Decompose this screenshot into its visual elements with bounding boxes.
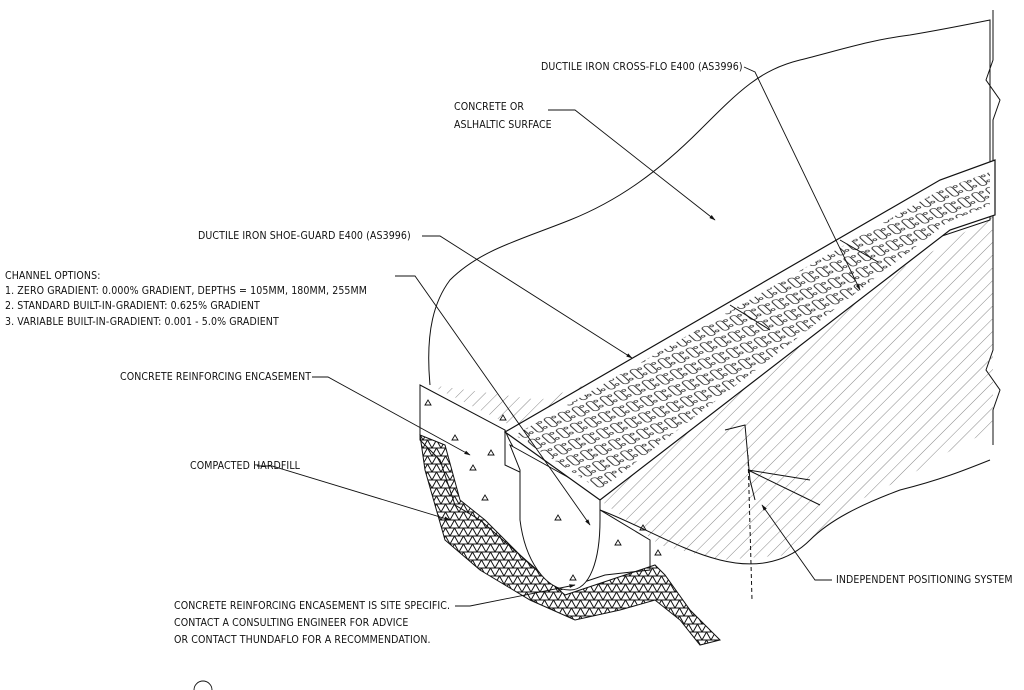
- grate-joint-1: [729, 304, 771, 331]
- aggregate-marks: [424, 399, 662, 581]
- positioning-rod: [747, 454, 753, 601]
- surface-label-line2: ASLHALTIC SURFACE: [454, 119, 552, 131]
- channel-option-1: 1. ZERO GRADIENT: 0.000% GRADIENT, DEPTH…: [5, 285, 368, 297]
- note-line-1: CONCRETE REINFORCING ENCASEMENT IS SITE …: [174, 600, 451, 612]
- surface-outline: [428, 19, 991, 386]
- note-line-2: CONTACT A CONSULTING ENGINEER FOR ADVICE: [174, 617, 409, 629]
- channel-option-2: 2. STANDARD BUILT-IN-GRADIENT: 0.625% GR…: [5, 300, 260, 312]
- channel-option-3: 3. VARIABLE BUILT-IN-GRADIENT: 0.001 - 5…: [5, 316, 279, 328]
- grate-pattern: [515, 172, 990, 490]
- channel-body: [509, 443, 601, 591]
- cross-flo-label: DUCTILE IRON CROSS-FLO E400 (AS3996): [541, 61, 743, 73]
- surface-label-line1: CONCRETE OR: [454, 101, 525, 113]
- reinforcing-encasement-label: CONCRETE REINFORCING ENCASEMENT: [120, 371, 312, 383]
- hardfill-region: [419, 434, 721, 646]
- compacted-hardfill-label: COMPACTED HARDFILL: [190, 460, 301, 472]
- channel-options-title: CHANNEL OPTIONS:: [5, 270, 101, 282]
- note-line-3: OR CONTACT THUNDAFLO FOR A RECOMMENDATIO…: [174, 634, 431, 646]
- grate-joint-2: [839, 239, 879, 263]
- leader-lines: [257, 66, 861, 607]
- positioning-clip: [724, 424, 821, 506]
- shoe-guard-label: DUCTILE IRON SHOE-GUARD E400 (AS3996): [198, 230, 411, 242]
- callout-circle: [193, 680, 213, 690]
- positioning-system-label: INDEPENDENT POSITIONING SYSTEM: [836, 574, 1013, 586]
